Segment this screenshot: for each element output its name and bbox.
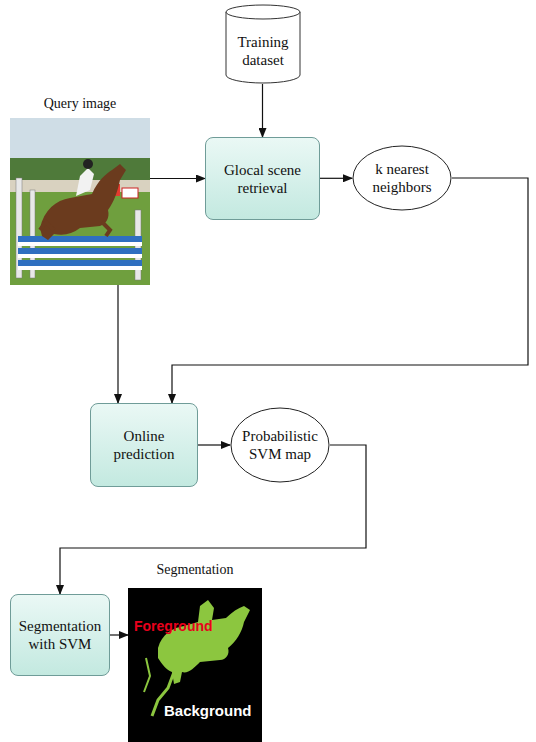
sky <box>10 118 150 285</box>
query-image: Query image <box>10 96 150 285</box>
node-label: Glocal scene retrieval <box>212 161 313 197</box>
flow-arrow <box>150 178 205 179</box>
region-label: Background <box>164 702 260 720</box>
flow-arrow <box>262 84 263 137</box>
horse-leg <box>40 222 54 230</box>
text-holder: Training dataset <box>235 33 291 69</box>
foreground-region <box>144 658 150 692</box>
node-label: Segmentation with SVM <box>17 617 103 653</box>
flow-arrow <box>320 178 352 179</box>
database-cylinder: Training dataset <box>225 4 301 84</box>
process-box: Online prediction <box>90 403 198 487</box>
cylinder-body <box>226 12 300 83</box>
node-label: k nearest neighbors <box>362 160 442 196</box>
process-box: Segmentation with SVM <box>10 594 110 676</box>
process-box: Glocal scene retrieval <box>205 137 320 220</box>
ellipse-shape <box>231 408 329 482</box>
flow-arrow <box>117 285 118 403</box>
node-label: Probabilistic SVM map <box>240 427 320 463</box>
horse-leg <box>102 222 110 236</box>
banner <box>122 188 138 198</box>
rider-helmet <box>83 159 93 169</box>
horse <box>40 164 126 240</box>
ellipse-outline <box>230 407 330 483</box>
flow-arrow <box>110 634 128 635</box>
segmentation-image: SegmentationForegroundBackground <box>128 560 262 742</box>
rider <box>76 168 94 196</box>
text-holder: Online prediction <box>97 427 191 463</box>
text-holder: Probabilistic SVM map <box>240 427 320 463</box>
data-ellipse: k nearest neighbors <box>352 145 452 211</box>
text-holder: Segmentation with SVM <box>17 617 103 653</box>
text-holder: k nearest neighbors <box>362 160 442 196</box>
ellipse-shape <box>353 146 451 210</box>
text-holder: Glocal scene retrieval <box>212 161 313 197</box>
query-photo <box>10 118 150 285</box>
node-label: Query image <box>10 96 150 113</box>
node-label: Online prediction <box>97 427 191 463</box>
flow-arrow <box>198 444 230 445</box>
node-label: Segmentation <box>128 562 262 579</box>
data-ellipse: Probabilistic SVM map <box>230 407 330 483</box>
foreground-region <box>158 600 250 684</box>
cylinder-top <box>226 5 300 19</box>
node-label: Training dataset <box>235 33 291 69</box>
region-label: Foreground <box>134 618 224 635</box>
ellipse-outline <box>352 145 452 211</box>
background-region <box>128 588 262 742</box>
